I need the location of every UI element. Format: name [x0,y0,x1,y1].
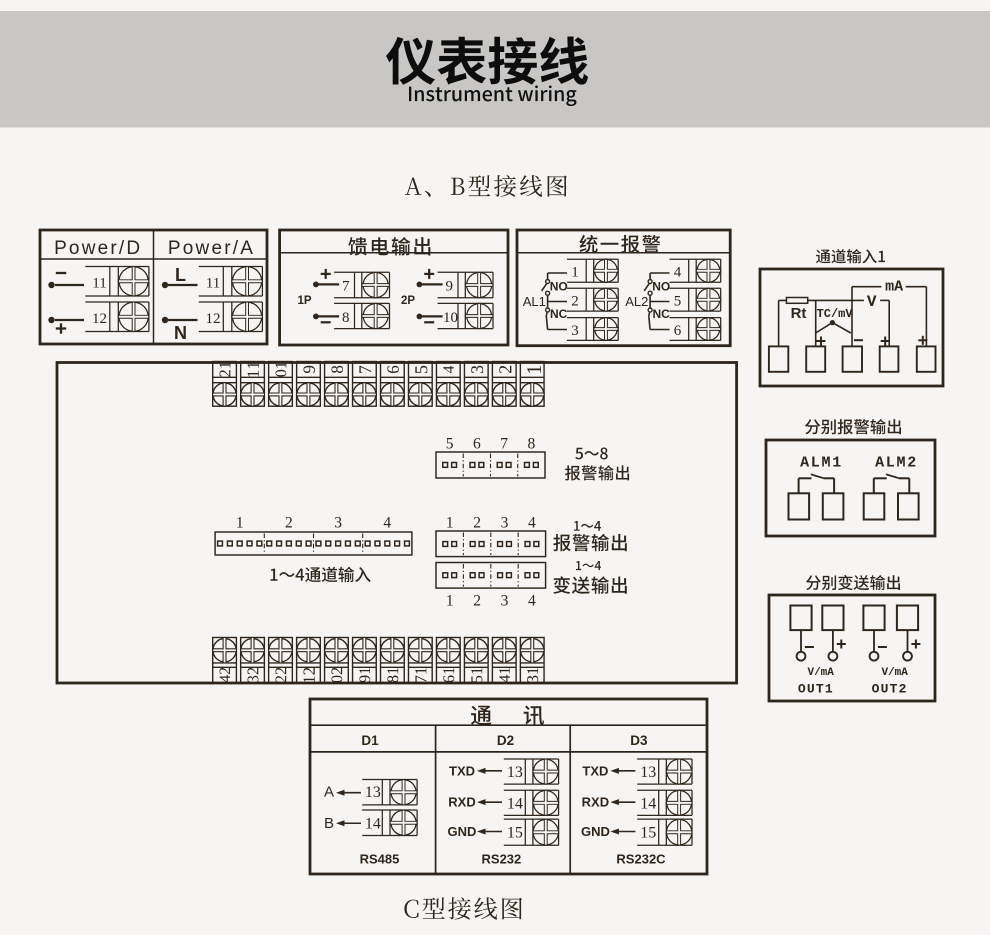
svg-text:3: 3 [334,515,342,532]
svg-text:4: 4 [383,515,391,532]
svg-text:7: 7 [342,279,350,295]
svg-text:Rt: Rt [791,305,807,322]
svg-text:14: 14 [507,795,523,812]
svg-text:OUT2: OUT2 [872,682,908,697]
svg-text:4: 4 [528,592,536,609]
svg-text:6: 6 [473,436,481,453]
svg-text:2: 2 [473,592,481,609]
svg-text:3: 3 [501,515,509,532]
svg-text:NC: NC [653,307,671,321]
svg-text:4: 4 [528,515,536,532]
svg-text:1: 1 [446,515,454,532]
svg-text:4: 4 [674,265,682,281]
svg-text:12: 12 [206,311,221,327]
svg-text:2: 2 [571,294,579,310]
svg-text:15: 15 [507,825,523,842]
svg-text:11: 11 [92,276,106,292]
svg-text:7: 7 [500,436,508,453]
svg-text:1P: 1P [297,295,311,307]
svg-text:10: 10 [443,310,458,326]
svg-text:D3: D3 [630,733,648,748]
svg-text:D2: D2 [497,733,514,748]
svg-text:3: 3 [501,592,509,609]
svg-text:ALM2: ALM2 [875,455,918,472]
svg-text:12: 12 [92,311,107,327]
svg-text:L: L [175,265,186,285]
svg-text:N: N [174,323,187,343]
svg-text:Power/D: Power/D [54,238,142,259]
svg-text:13: 13 [365,784,381,801]
svg-text:1: 1 [571,265,579,281]
svg-text:13: 13 [640,764,656,781]
svg-text:11: 11 [206,276,220,292]
svg-text:TC/mV: TC/mV [817,307,854,321]
svg-text:B: B [324,815,334,832]
svg-text:D1: D1 [361,733,379,748]
svg-text:AL2: AL2 [625,294,648,309]
svg-text:5: 5 [674,294,682,310]
svg-text:mA: mA [885,279,903,296]
svg-text:Power/A: Power/A [168,238,255,259]
svg-text:ALM1: ALM1 [800,455,843,472]
svg-text:13: 13 [507,764,523,781]
svg-text:RXD: RXD [448,795,475,810]
svg-text:3: 3 [571,323,579,339]
svg-text:2: 2 [285,515,293,532]
svg-text:RS232: RS232 [482,852,522,867]
svg-text:5: 5 [446,436,454,453]
svg-text:TXD: TXD [449,763,475,778]
svg-text:8: 8 [342,310,350,326]
svg-text:RS232C: RS232C [616,852,666,867]
svg-text:NO: NO [550,279,568,293]
svg-text:V: V [867,293,877,311]
svg-text:15: 15 [640,825,656,842]
svg-text:TXD: TXD [582,763,608,778]
svg-text:A: A [324,783,334,800]
svg-text:OUT1: OUT1 [798,682,834,697]
svg-text:2: 2 [473,515,481,532]
svg-text:V/mA: V/mA [807,667,834,679]
svg-text:GND: GND [448,824,477,839]
svg-text:14: 14 [365,816,381,833]
svg-text:8: 8 [528,436,536,453]
svg-text:9: 9 [445,279,453,295]
svg-text:V/mA: V/mA [881,667,908,679]
svg-text:6: 6 [674,323,682,339]
svg-text:1: 1 [236,515,244,532]
svg-text:14: 14 [640,795,656,812]
svg-text:1: 1 [446,592,454,609]
svg-text:NO: NO [652,279,670,293]
svg-text:2P: 2P [401,295,415,307]
svg-text:RS485: RS485 [360,852,400,867]
svg-text:GND: GND [581,824,610,839]
svg-text:RXD: RXD [582,795,609,810]
svg-text:AL1: AL1 [523,294,546,309]
svg-text:NC: NC [550,307,568,321]
